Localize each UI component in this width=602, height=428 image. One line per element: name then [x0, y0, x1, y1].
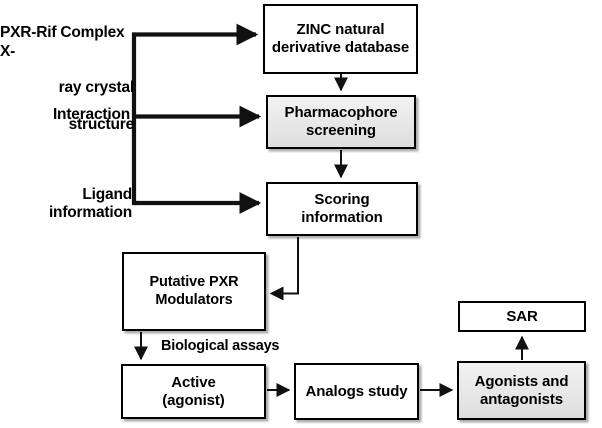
node-zinc-database[interactable]: ZINC natural derivative database — [263, 4, 418, 74]
edge-label-biological-assays: Biological assays — [161, 338, 280, 354]
node-zinc-database-label: ZINC natural derivative database — [271, 21, 410, 56]
node-active-agonist[interactable]: Active (agonist) — [121, 364, 266, 419]
node-putative-pxr-modulators-label: Putative PXR Modulators — [149, 274, 239, 308]
node-putative-pxr-modulators[interactable]: Putative PXR Modulators — [122, 252, 266, 331]
input-label-xray-line2: ray crystal — [58, 79, 135, 97]
node-scoring-information-label: Scoring information — [301, 191, 383, 226]
node-sar-label: SAR — [506, 307, 538, 325]
node-pharmacophore-screening-label: Pharmacophore screening — [284, 104, 398, 139]
node-analogs-study[interactable]: Analogs study — [294, 363, 419, 420]
node-scoring-information[interactable]: Scoring information — [266, 182, 418, 236]
node-pharmacophore-screening[interactable]: Pharmacophore screening — [266, 95, 416, 149]
node-analogs-study-label: Analogs study — [305, 382, 408, 400]
input-label-xray-line3: structure — [68, 115, 135, 133]
input-label-ligand-information: Ligand information — [48, 186, 132, 222]
node-active-agonist-label: Active (agonist) — [162, 373, 225, 409]
node-agonists-and-antagonists[interactable]: Agonists and antagonists — [457, 361, 586, 420]
edge-scoring-to-putative — [269, 237, 299, 301]
node-agonists-and-antagonists-label: Agonists and antagonists — [474, 372, 569, 408]
node-sar[interactable]: SAR — [458, 301, 586, 332]
input-label-interaction: Interaction — [52, 106, 130, 123]
input-label-xray-structure: PXR-Rif Complex X- ray crystal structure — [0, 6, 135, 134]
input-label-xray-line1: PXR-Rif Complex X- — [0, 24, 125, 60]
